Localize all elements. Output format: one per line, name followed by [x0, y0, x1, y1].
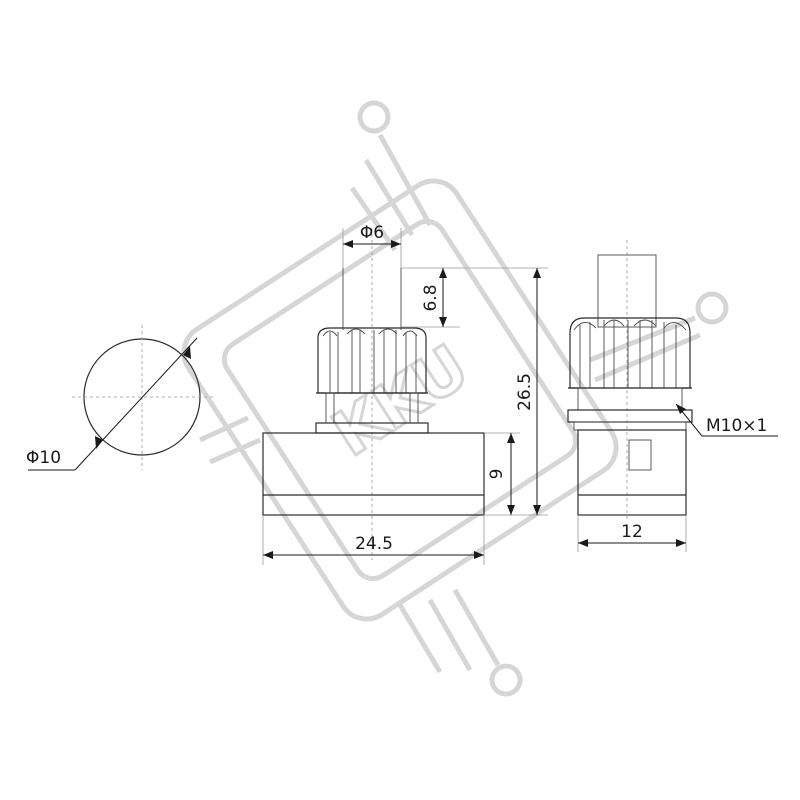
side-knurl-cap: [569, 317, 691, 389]
phi6-arrow-left: [343, 240, 353, 248]
watermark-stroke-7: [427, 598, 473, 672]
knurl-ribs: [322, 328, 418, 393]
phi6-label: Φ6: [360, 223, 384, 243]
body-block: [262, 432, 485, 516]
thread-label: M10×1: [706, 416, 767, 436]
watermark: KKU: [181, 100, 729, 697]
side-knurl-ribs: [573, 319, 687, 388]
w24_5-arrow-right: [474, 551, 484, 559]
watermark-dot-top: [357, 100, 391, 134]
thread-leader-arrow: [676, 404, 686, 414]
h6_8-label: 6.8: [421, 284, 441, 311]
side-body: [577, 429, 687, 516]
watermark-stroke-6: [452, 588, 501, 667]
front-view: Φ6 6.8 26.5 9 24.5: [262, 223, 548, 565]
side-shaft: [597, 254, 657, 328]
watermark-dot-bottom: [489, 663, 523, 697]
watermark-dot-right: [695, 291, 729, 325]
w12-arrow-left: [578, 539, 588, 547]
side-body-slot: [628, 439, 652, 471]
w24_5-label: 24.5: [355, 534, 393, 554]
h26_5-arrow-top: [533, 268, 541, 278]
circle-diameter-arrow-bottom: [95, 436, 103, 449]
h6_8-arrow-top: [439, 268, 447, 278]
watermark-stroke-4: [589, 315, 696, 363]
watermark-stroke-10: [198, 415, 250, 443]
watermark-frame-inner: [221, 218, 579, 582]
watermark-stroke-2: [349, 186, 398, 252]
w12-arrow-right: [676, 539, 686, 547]
side-thread-nut: [567, 409, 693, 423]
phi6-arrow-right: [391, 240, 401, 248]
watermark-text: KKU: [319, 330, 481, 470]
circle-diameter-line: [74, 337, 198, 471]
side-thread-ring: [573, 421, 687, 431]
watermark-stroke-8: [397, 603, 443, 674]
w24_5-arrow-left: [263, 551, 273, 559]
h26_5-label: 26.5: [515, 373, 535, 411]
h9-arrow-top: [507, 433, 515, 443]
w12-label: 12: [621, 522, 643, 542]
side-view: M10×1 12: [567, 240, 778, 552]
watermark-stroke-1: [377, 133, 433, 227]
phi10-label: Φ10: [26, 448, 61, 468]
circle-view: Φ10: [26, 325, 215, 471]
watermark-stroke-3: [363, 158, 415, 237]
knurl-cap: [317, 327, 427, 394]
h26_5-arrow-bottom: [533, 505, 541, 515]
circle-diameter-arrow-top: [183, 346, 191, 359]
watermark-stroke-9: [208, 437, 262, 465]
h9-arrow-bottom: [507, 505, 515, 515]
watermark-stroke-5: [594, 332, 701, 383]
h6_8-arrow-bottom: [439, 317, 447, 327]
h9-label: 9: [487, 469, 507, 480]
watermark-frame-outer: [181, 178, 619, 622]
